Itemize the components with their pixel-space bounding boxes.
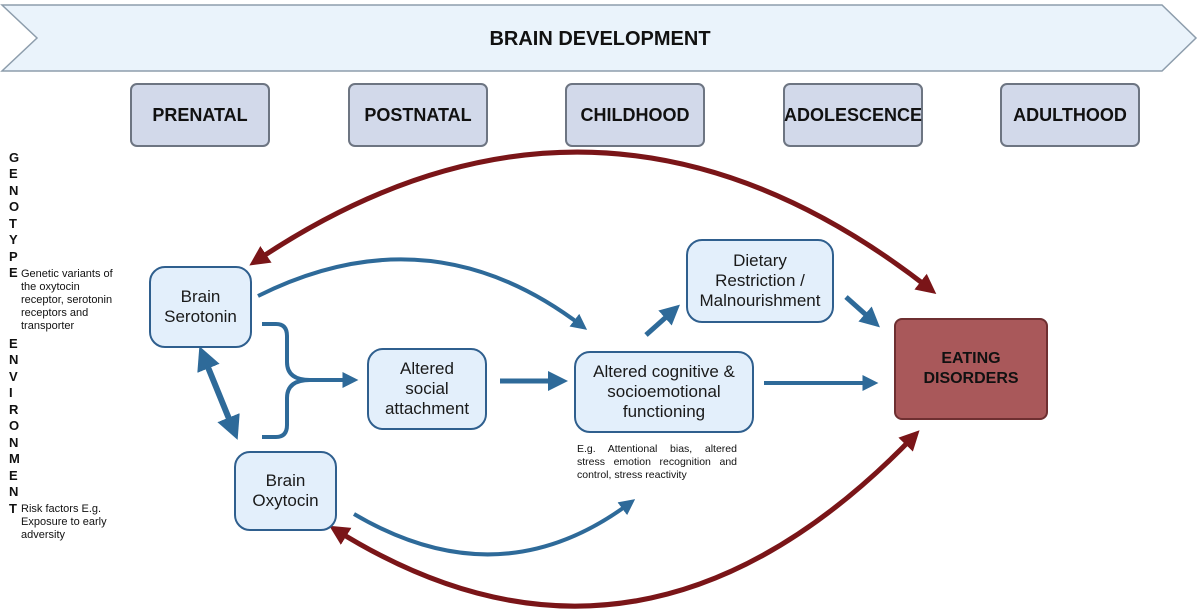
environment-letter: I: [9, 385, 13, 400]
genotype-letter: N: [9, 183, 19, 198]
environment-letter: M: [9, 451, 20, 466]
environment-letter: V: [9, 369, 18, 384]
environment-letter: O: [9, 418, 20, 433]
genotype-letter: P: [9, 249, 18, 264]
genotype-letter: E: [9, 166, 18, 181]
node-brain-serotonin-label: Brain Serotonin: [164, 287, 237, 326]
environment-letter: R: [9, 402, 19, 417]
environment-letter: E: [9, 336, 18, 351]
cognitive-example-note: E.g. Attentional bias, altered stress em…: [577, 443, 737, 481]
genotype-note: Genetic variants of the oxytocin recepto…: [21, 268, 113, 332]
genotype-letter: Y: [9, 232, 18, 247]
genotype-letter: E: [9, 265, 18, 280]
arrow-serotonin-oxytocin: [197, 346, 240, 440]
brace-to-social: [262, 322, 352, 439]
stage-adolescence: ADOLESCENCE: [783, 83, 923, 147]
environment-letter: N: [9, 435, 19, 450]
node-altered-social-attachment: Altered social attachment: [367, 348, 487, 430]
genotype-letter: G: [9, 150, 20, 165]
node-eating-disorders-label: EATING DISORDERS: [923, 350, 1019, 387]
stage-childhood: CHILDHOOD: [565, 83, 705, 147]
arrow-ed-serotonin: [249, 149, 937, 294]
node-brain-oxytocin: Brain Oxytocin: [234, 451, 337, 531]
arrow-ed-oxytocin: [329, 430, 920, 609]
node-brain-oxytocin-label: Brain Oxytocin: [252, 471, 319, 510]
title-banner: [0, 4, 1198, 72]
environment-letter: N: [9, 484, 19, 499]
title: BRAIN DEVELOPMENT: [489, 28, 710, 50]
stage-postnatal: POSTNATAL: [348, 83, 488, 147]
arrow-dietary-ed: [844, 295, 880, 328]
environment-letter: N: [9, 352, 19, 367]
arrow-serotonin-cognitive: [257, 257, 588, 330]
node-dietary-restriction-label: Dietary Restriction / Malnourishment: [699, 251, 821, 310]
node-brain-serotonin: Brain Serotonin: [149, 266, 252, 348]
node-dietary-restriction: Dietary Restriction / Malnourishment: [686, 239, 834, 323]
node-altered-social-attachment-label: Altered social attachment: [384, 359, 470, 418]
node-altered-cognitive-label: Altered cognitive & socioemotional funct…: [593, 362, 735, 421]
stage-prenatal: PRENATAL: [130, 83, 270, 147]
stage-adulthood: ADULTHOOD: [1000, 83, 1140, 147]
environment-letter: E: [9, 468, 18, 483]
environment-letter: T: [9, 501, 17, 516]
environment-note: Risk factors E.g. Exposure to early adve…: [21, 503, 107, 541]
node-altered-cognitive: Altered cognitive & socioemotional funct…: [574, 351, 754, 433]
genotype-letter: O: [9, 199, 20, 214]
genotype-letter: T: [9, 216, 17, 231]
arrow-cognitive-dietary: [644, 304, 680, 337]
arrow-oxytocin-cognitive: [352, 499, 636, 557]
node-eating-disorders: EATING DISORDERS: [894, 318, 1048, 420]
